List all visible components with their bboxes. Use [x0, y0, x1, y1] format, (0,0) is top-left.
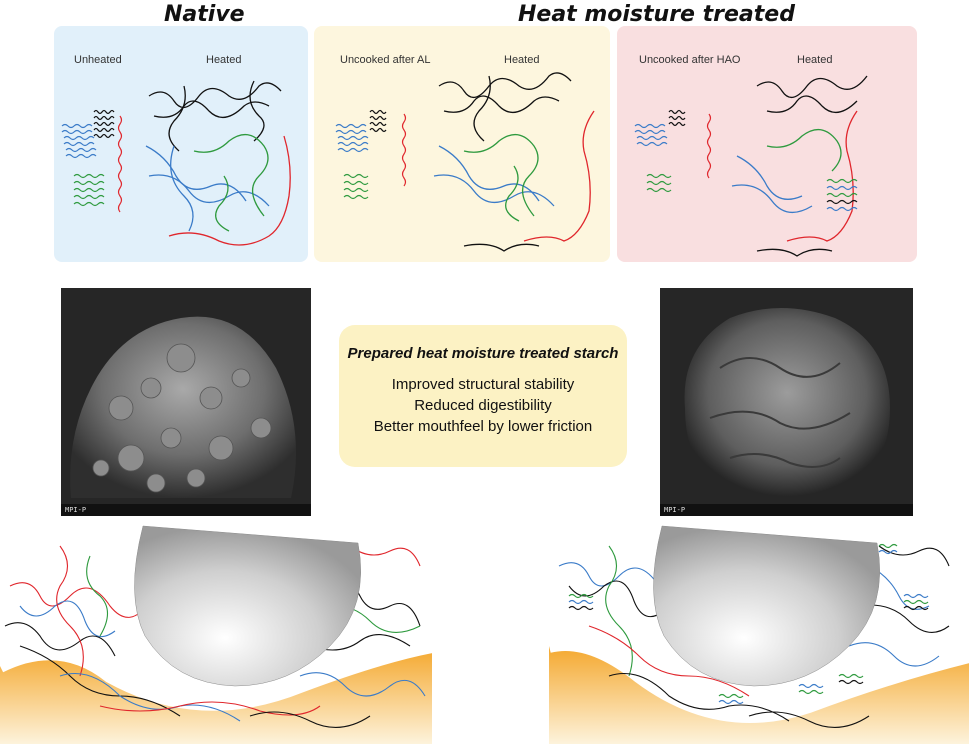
tribology-hmt: [547, 525, 969, 744]
tribology-native: [0, 525, 434, 744]
crystalline-block: [826, 178, 858, 212]
panel-native-left-label: Unheated: [74, 54, 122, 66]
panel-native-illustration: [61, 80, 291, 246]
summary-line-2: Reduced digestibility: [414, 397, 552, 414]
panel-hmt-al-right-label: Heated: [504, 54, 540, 66]
sem-image-native: MPI-P: [61, 288, 311, 516]
polymer-network-hmt: [558, 545, 950, 728]
substrate-native: [0, 646, 432, 744]
crystalline-helix-cluster: [61, 123, 97, 159]
panel-hmt-al-left-label: Uncooked after AL: [340, 54, 431, 66]
panel-hmt-hao-left-label: Uncooked after HAO: [639, 54, 741, 66]
panel-hmt-hao-right-label: Heated: [797, 54, 833, 66]
sem-texture-hmt: [684, 308, 890, 497]
hmt-header: Heat moisture treated: [518, 2, 795, 27]
sem-image-hmt: MPI-P: [660, 288, 913, 516]
sem-native-scale: MPI-P: [61, 504, 311, 516]
sem-texture-native: [70, 316, 297, 498]
sem-hmt-scale: MPI-P: [660, 504, 913, 516]
panel-hmt-hao: Uncooked after HAO Heated: [617, 26, 917, 262]
panel-hmt-al-illustration: [335, 72, 595, 252]
panel-native: Unheated Heated: [54, 26, 308, 262]
native-header: Native: [164, 2, 245, 27]
polymer-network-native: [4, 545, 426, 728]
summary-line-3: Better mouthfeel by lower friction: [373, 418, 593, 435]
crystalline-clusters-hmt: [568, 543, 929, 705]
heated-tangle: [145, 80, 291, 246]
red-chain: [117, 115, 123, 213]
panel-native-right-label: Heated: [206, 54, 242, 66]
summary-line-1: Improved structural stability: [391, 376, 575, 393]
ball-hmt: [653, 525, 880, 687]
panel-hmt-hao-illustration: [634, 75, 868, 257]
ball-native: [134, 525, 361, 687]
summary-box: Prepared heat moisture treated starch Im…: [339, 325, 627, 467]
summary-title: Prepared heat moisture treated starch: [347, 345, 619, 362]
panel-hmt-al: Uncooked after AL Heated: [314, 26, 610, 262]
